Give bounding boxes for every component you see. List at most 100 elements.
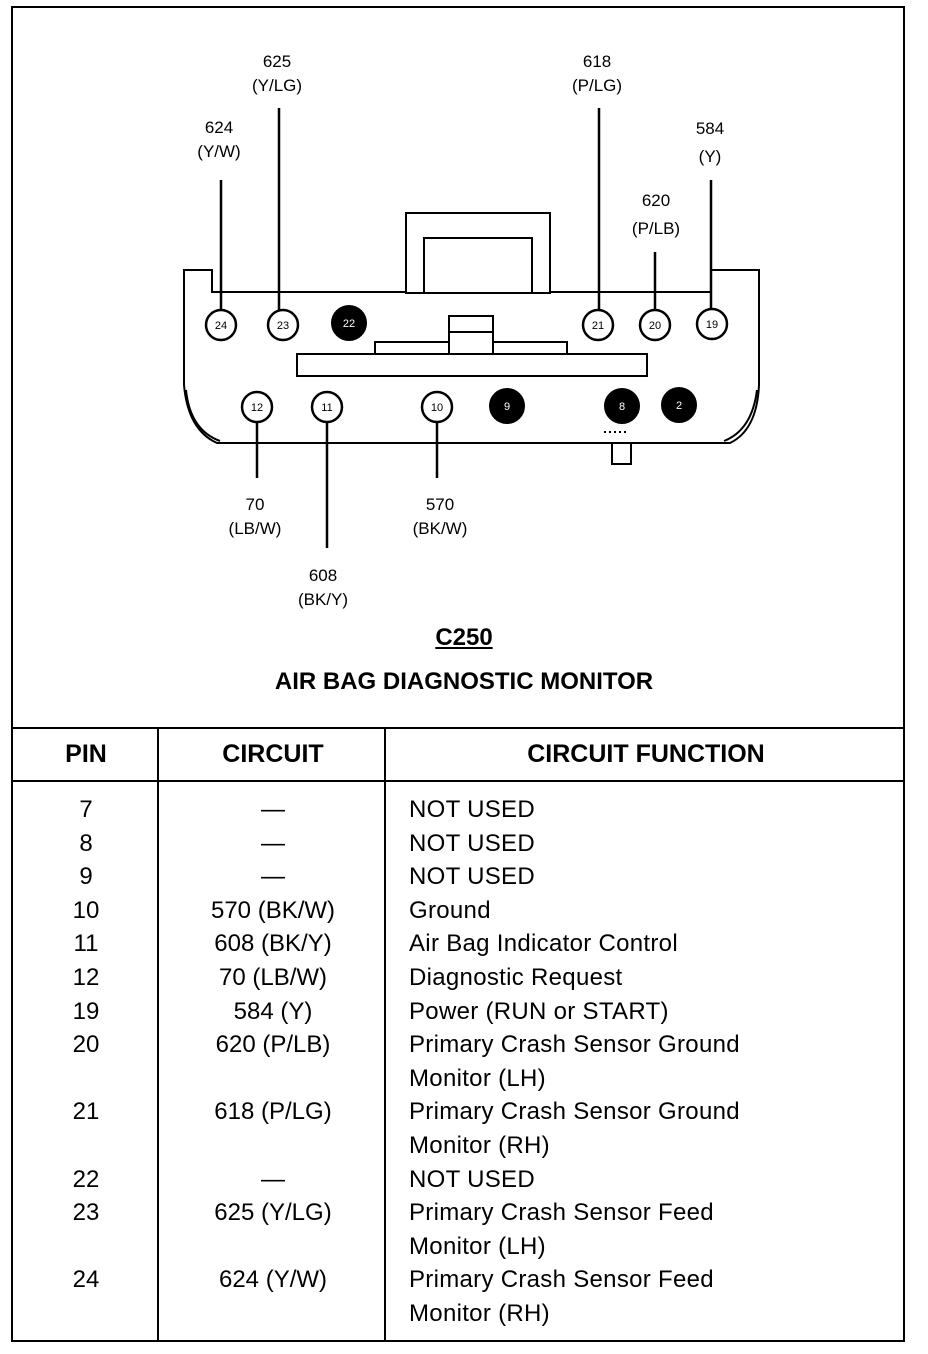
wire-label-620: 620 (P/LB) [606,187,706,243]
bottom-pin-2: 2 [661,387,697,423]
wire-label-608: 608 (BK/Y) [273,564,373,612]
wire-label-618: 618 (P/LG) [547,50,647,98]
svg-text:8: 8 [619,401,625,413]
wire-circuit: 620 [641,191,671,210]
pin-number: 23 [72,1199,100,1227]
bottom-pin-12: 12 [240,390,274,424]
circuit-id: 618 (P/LG) [214,1098,332,1126]
table-row: 24 624 (Y/W) Primary Crash Sensor Feed M… [0,1263,928,1330]
circuit-id: 584 (Y) [233,997,313,1025]
wire-circuit: 570 [425,495,455,514]
circuit-id: — [261,1165,285,1193]
wire-color: (P/LB) [631,219,681,238]
top-pin-20: 20 [638,308,672,342]
circuit-id: 608 (BK/Y) [214,930,332,958]
svg-text:12: 12 [251,402,263,414]
top-pin-24: 24 [204,308,238,342]
svg-text:2: 2 [676,400,682,412]
header-circuit-function: CIRCUIT FUNCTION [527,740,765,768]
leader-lines [219,108,713,548]
pin-number: 9 [79,863,93,891]
table-row: 21 618 (P/LG) Primary Crash Sensor Groun… [0,1095,928,1162]
header-pin: PIN [65,740,107,768]
wire-color: (P/LG) [571,76,623,95]
wire-circuit: 70 [245,495,265,514]
circuit-function: Air Bag Indicator Control [409,930,678,958]
top-pin-21: 21 [581,308,615,342]
svg-text:24: 24 [215,320,227,332]
table-row: 19 584 (Y) Power (RUN or START) [0,995,928,1029]
pin-number: 11 [73,930,99,958]
circuit-id: 624 (Y/W) [218,1266,328,1294]
svg-text:22: 22 [343,318,355,330]
pin-number: 21 [72,1098,100,1126]
circuit-id: — [261,863,285,891]
connector-housing [183,212,760,465]
wire-color: (LB/W) [228,519,282,538]
table-grid [11,727,905,1342]
bottom-pin-9: 9 [489,388,525,424]
pin-number: 20 [72,1031,100,1059]
wire-color: (BK/Y) [297,590,349,609]
connector-id: C250 [435,624,493,651]
top-pin-19: 19 [695,307,729,341]
table-row: 8 — NOT USED [0,827,928,861]
wire-label-570: 570 (BK/W) [390,493,490,541]
table-row: 10 570 (BK/W) Ground [0,894,928,928]
wire-label-625: 625 (Y/LG) [227,50,327,98]
pin-number: 19 [72,997,100,1025]
circuit-function: NOT USED [409,1165,535,1193]
circuit-id: 70 (LB/W) [218,963,328,991]
svg-text:23: 23 [277,320,289,332]
svg-text:10: 10 [431,402,443,414]
table-row: 20 620 (P/LB) Primary Crash Sensor Groun… [0,1028,928,1095]
wire-circuit: 618 [582,52,612,71]
svg-text:9: 9 [504,401,510,413]
wire-label-584: 584 (Y) [660,115,760,171]
circuit-function: NOT USED [409,829,535,857]
circuit-function: NOT USED [409,863,535,891]
wire-color: (BK/W) [412,519,468,538]
pin-number: 10 [72,896,100,924]
circuit-function: Ground [409,896,491,924]
top-pin-23: 23 [266,308,300,342]
circuit-id: — [261,829,285,857]
circuit-function: Primary Crash Sensor Ground Monitor (LH) [409,1031,740,1092]
table-row: 11 608 (BK/Y) Air Bag Indicator Control [0,927,928,961]
wire-circuit: 624 [204,118,234,137]
wire-color: (Y) [698,147,722,166]
circuit-id: 570 (BK/W) [210,896,336,924]
pin-number: 12 [72,963,100,991]
bottom-pin-10: 10 [420,390,454,424]
pin-number: 22 [72,1165,100,1193]
top-pin-22: 22 [331,305,367,341]
circuit-function: Power (RUN or START) [409,997,669,1025]
wire-color: (Y/W) [197,142,241,161]
pin-number: 7 [79,796,93,823]
circuit-id: 625 (Y/LG) [214,1199,332,1227]
circuit-id: — [261,796,285,823]
svg-text:21: 21 [592,320,604,332]
wire-circuit: 625 [262,52,292,71]
diagram-frame [11,6,905,1342]
table-row: 12 70 (LB/W) Diagnostic Request [0,961,928,995]
table-row: 7 — NOT USED [0,793,928,827]
table-row: 22 — NOT USED [0,1163,928,1197]
circuit-function: Primary Crash Sensor Feed Monitor (RH) [409,1266,714,1327]
wire-circuit: 608 [308,566,338,585]
wire-label-70: 70 (LB/W) [205,493,305,541]
pin-number: 8 [79,829,93,857]
circuit-function: Primary Crash Sensor Ground Monitor (RH) [409,1098,740,1159]
circuit-function: NOT USED [409,796,535,823]
svg-text:20: 20 [649,320,661,332]
pin-number: 24 [72,1266,100,1294]
table-row: 9 — NOT USED [0,860,928,894]
bottom-pin-8: 8 [604,388,640,424]
svg-text:19: 19 [706,319,718,331]
module-name: AIR BAG DIAGNOSTIC MONITOR [274,668,654,695]
circuit-function: Diagnostic Request [409,963,623,991]
wire-label-624: 624 (Y/W) [169,116,269,164]
circuit-function: Primary Crash Sensor Feed Monitor (LH) [409,1199,714,1260]
table-row: 23 625 (Y/LG) Primary Crash Sensor Feed … [0,1196,928,1263]
